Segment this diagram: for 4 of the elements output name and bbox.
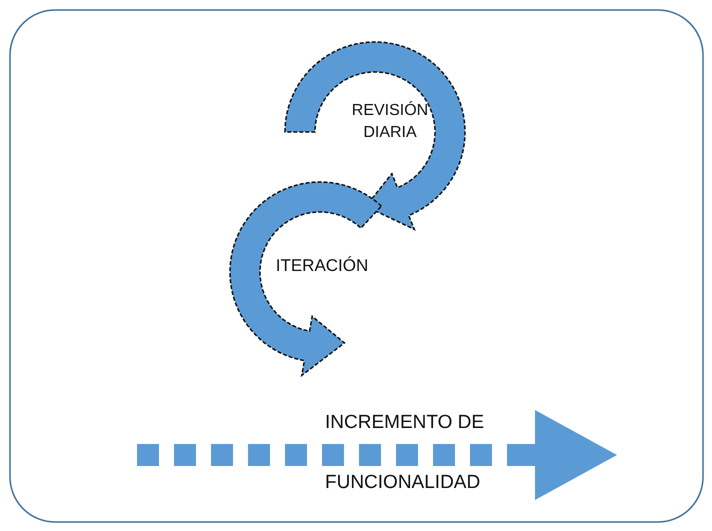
label-text: ITERACIÓN	[274, 255, 370, 277]
label-text: REVISIÓN DIARIA	[350, 100, 430, 143]
label-text: INCREMENTO DE	[325, 411, 486, 435]
label-text: FUNCIONALIDAD	[325, 471, 482, 495]
